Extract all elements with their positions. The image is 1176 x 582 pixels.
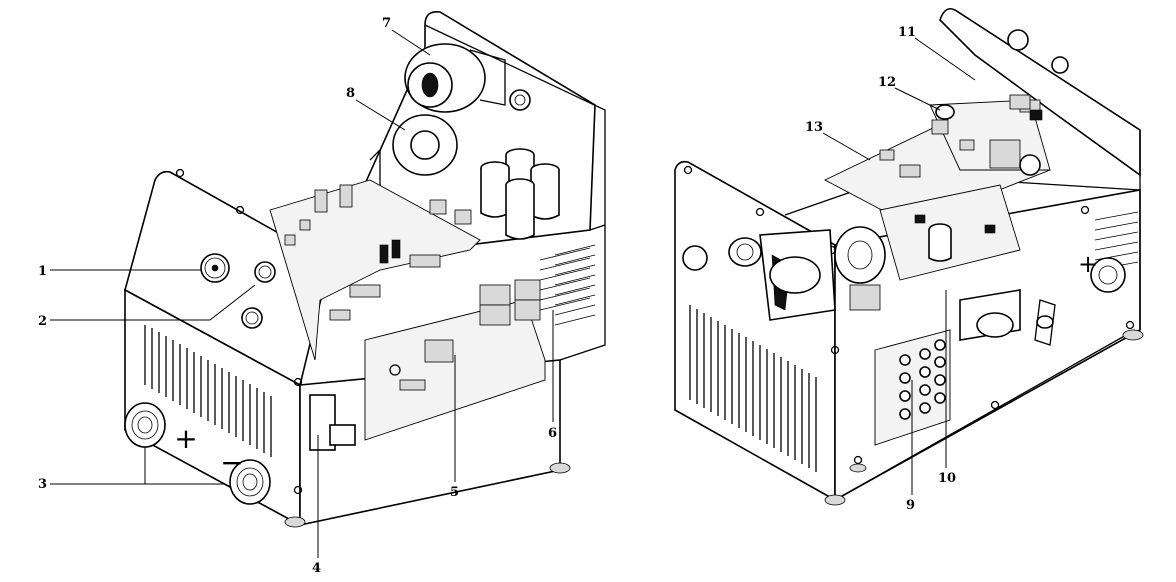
left-main-board [269,179,481,361]
left-rear-vents [554,244,596,326]
right-side-vents [689,305,817,472]
callout-5: 5 [450,485,459,500]
plus-mark-right: + [1078,250,1098,278]
left-callouts: 1 2 3 4 5 6 7 8 [38,16,557,576]
left-front-vents [144,325,272,457]
output-terminal-negative [229,459,271,505]
callout-11: 11 [898,25,916,40]
cable-gland [682,237,762,271]
minus-mark-left: − [220,446,243,479]
callout-9: 9 [906,498,915,513]
main-rotary-switch [759,229,836,321]
right-internal-boards [824,99,1052,311]
left-heatsink-fins [539,247,591,311]
top-hinged-board [1007,29,1069,121]
callout-10: 10 [938,471,956,486]
output-terminal-positive [124,402,166,448]
callout-8: 8 [346,86,355,101]
left-unit-front-view: + − [124,10,606,528]
right-rear-vents [1094,211,1139,271]
top-transformer [404,43,531,113]
capacitor-bank [480,148,560,240]
callout-6: 6 [548,426,557,441]
callout-2: 2 [38,314,47,329]
right-callouts: 9 10 11 12 13 [805,25,976,513]
small-knob-lower [241,307,263,329]
callout-1: 1 [38,264,47,279]
callout-7: 7 [382,16,391,31]
callout-13: 13 [805,120,823,135]
right-unit-rear-view: + [674,7,1144,506]
plus-mark-left: + [174,422,197,455]
callout-4: 4 [312,561,321,576]
callout-3: 3 [38,477,47,492]
toroidal-choke [369,114,458,191]
right-inner-bracket [959,289,1021,341]
callout-12: 12 [878,75,896,90]
small-knob-upper [254,261,276,283]
rear-terminal [1034,257,1126,346]
main-control-knob [200,253,230,283]
inner-bracket [309,394,356,451]
